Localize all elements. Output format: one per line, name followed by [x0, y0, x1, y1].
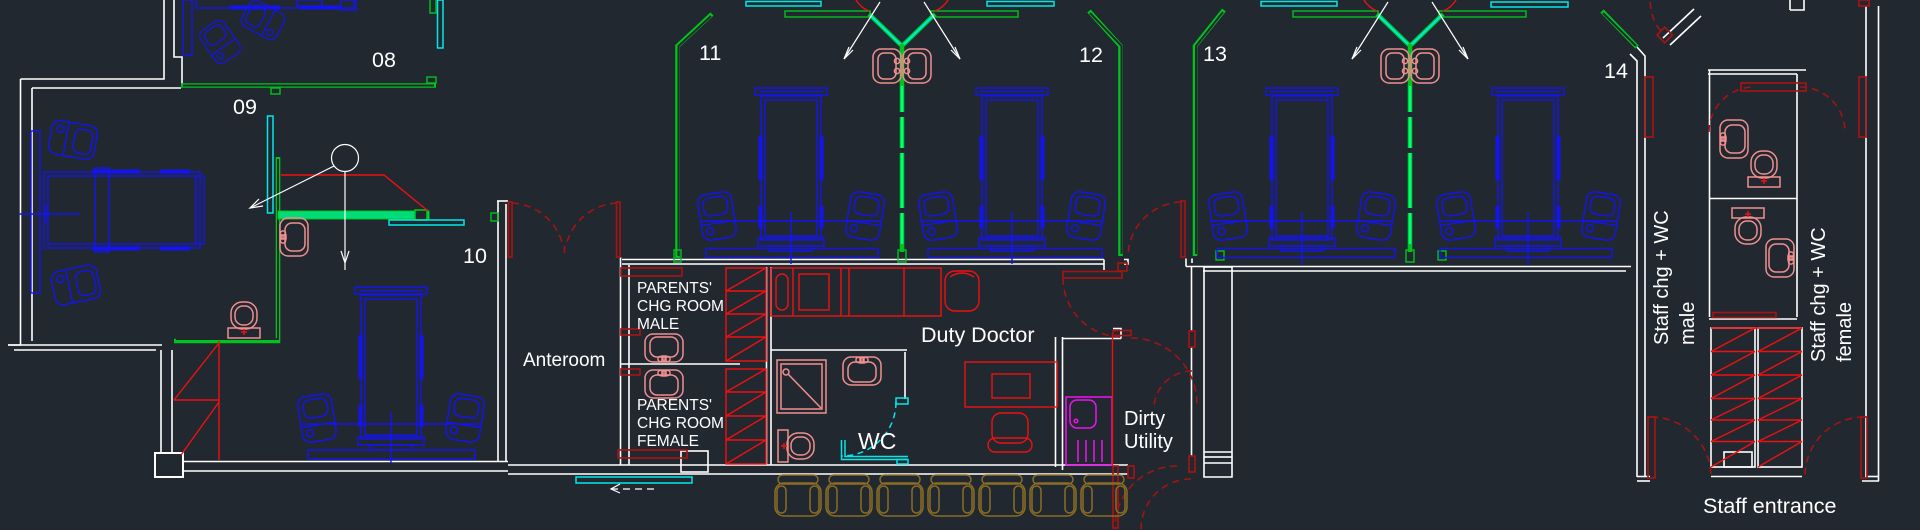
- waiting-area-chairs: [774, 474, 1128, 517]
- wall-marker-green: [490, 212, 499, 222]
- room-label-11: 11: [699, 41, 721, 65]
- svg-text:Dirty: Dirty: [1124, 408, 1165, 430]
- glazed-partitions: [174, 0, 1639, 344]
- entrance-direction-arrow: [609, 483, 659, 494]
- svg-text:MALE: MALE: [637, 316, 679, 333]
- bed-bay-12: [916, 86, 1108, 264]
- duty-doctor-desk: [964, 361, 1058, 453]
- labels: 08 09 10 11 12 13 14 Anteroom PARENTS' C…: [233, 41, 1856, 518]
- staff-top-entry-door: [1649, 0, 1870, 44]
- sink-staff-female: [1765, 238, 1795, 278]
- label-staff-entrance: Staff entrance: [1703, 494, 1836, 518]
- bed-bay-13: [1206, 86, 1398, 265]
- label-staff-chg-female: Staff chg + WC female: [1808, 227, 1856, 362]
- svg-text:CHG ROOM: CHG ROOM: [637, 415, 724, 432]
- label-staff-chg-male: Staff chg + WC male: [1651, 210, 1699, 345]
- hatched-shaft-left: [173, 341, 220, 460]
- room-08-partition: [181, 76, 437, 95]
- exterior-and-interior-walls: [8, 0, 1880, 482]
- toilet-staff-female: [1731, 207, 1765, 245]
- room-label-09: 09: [233, 95, 257, 119]
- toilet-wc: [777, 429, 815, 463]
- staff-wc-doors: [1644, 76, 1867, 138]
- bed-room-08: [182, 0, 357, 67]
- staff-lockers-hatch: [1710, 327, 1803, 468]
- label-dirty-utility: Dirty Utility: [1124, 408, 1173, 453]
- green-wall-stub: [429, 0, 437, 14]
- svg-text:male: male: [1677, 302, 1699, 345]
- svg-text:Staff chg + WC: Staff chg + WC: [1808, 227, 1830, 362]
- shower-wc: [776, 359, 827, 414]
- room-label-10: 10: [463, 244, 487, 268]
- hatched-shaft-parents: [725, 267, 767, 465]
- bed-bay-14: [1434, 86, 1623, 265]
- bed-bay-11: [695, 86, 887, 264]
- duty-doctor-counter: [770, 267, 980, 317]
- svg-text:PARENTS': PARENTS': [637, 280, 712, 297]
- sink-staff-male: [1719, 119, 1749, 159]
- doors: [507, 0, 1870, 530]
- beds: [19, 0, 1623, 464]
- svg-text:Staff chg + WC: Staff chg + WC: [1651, 210, 1673, 345]
- column-marker-room-09: [248, 143, 360, 270]
- sink-room-09: [279, 217, 309, 257]
- label-anteroom: Anteroom: [523, 350, 605, 371]
- label-parents-chg-male: PARENTS' CHG ROOM MALE: [637, 280, 724, 333]
- wall-caps: [617, 267, 1777, 459]
- toilet-room-09: [227, 301, 261, 339]
- entrance-canopy: [575, 476, 693, 484]
- svg-text:FEMALE: FEMALE: [637, 433, 699, 450]
- sanitary-fixtures: [227, 119, 1795, 463]
- bed-room-10: [295, 285, 487, 464]
- room-label-12: 12: [1079, 43, 1103, 67]
- toilet-staff-male: [1747, 150, 1781, 188]
- wc-door-threshold: [840, 397, 909, 465]
- staff-entrance-doors: [1647, 416, 1868, 479]
- label-duty-doctor: Duty Doctor: [921, 323, 1035, 347]
- svg-text:CHG ROOM: CHG ROOM: [637, 298, 724, 315]
- floor-track-markers: [673, 249, 1447, 263]
- door-bays-12-13: [1127, 200, 1186, 258]
- ward-double-door-anteroom: [507, 201, 621, 258]
- bay-partition-chevrons: [675, 8, 1639, 258]
- sink-parents-male: [644, 333, 684, 363]
- svg-text:female: female: [1834, 302, 1856, 362]
- room-label-14: 14: [1604, 59, 1628, 83]
- dirty-utility-sink-unit: [1065, 396, 1113, 466]
- svg-text:PARENTS': PARENTS': [637, 397, 712, 414]
- bed-room-09: [19, 118, 205, 308]
- curtain-room-09: [281, 174, 429, 212]
- room-label-13: 13: [1203, 42, 1227, 66]
- sink-parents-female: [644, 369, 684, 399]
- room-label-08: 08: [372, 48, 396, 72]
- sink-wc: [842, 356, 882, 386]
- windows: [266, 0, 1569, 226]
- red-equipment: [173, 174, 1803, 468]
- label-wc: WC: [858, 428, 896, 454]
- label-parents-chg-female: PARENTS' CHG ROOM FEMALE: [637, 397, 724, 450]
- svg-text:Utility: Utility: [1124, 431, 1173, 453]
